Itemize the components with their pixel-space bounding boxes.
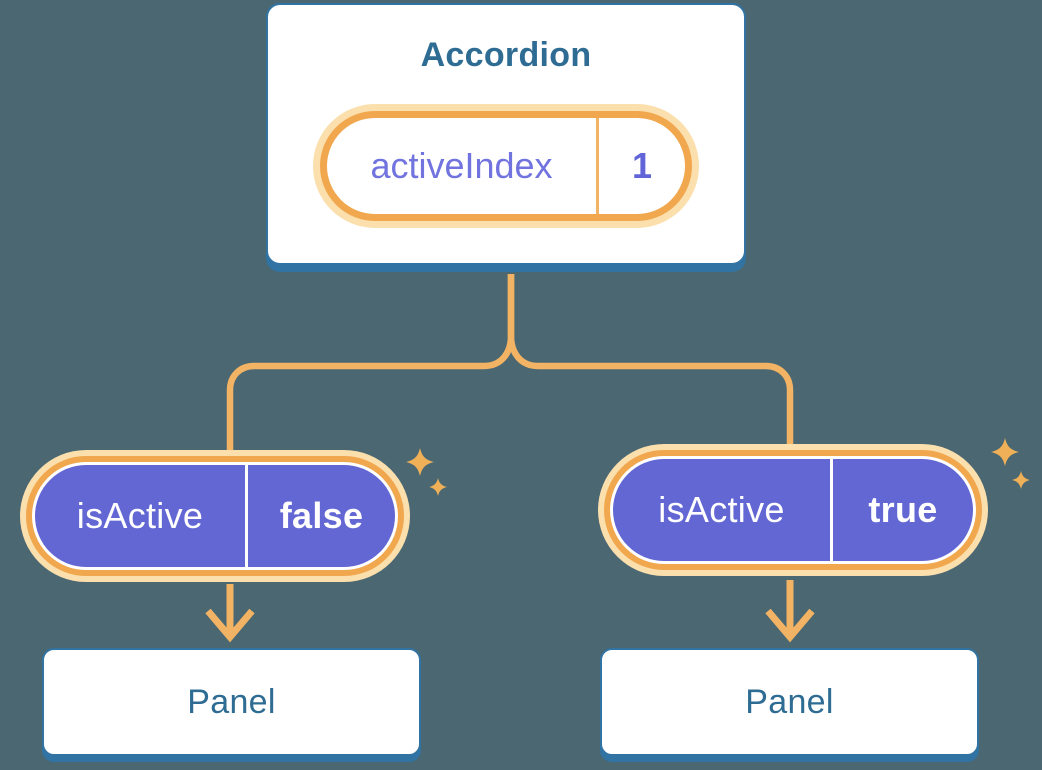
- branch-line-left: [226, 274, 515, 452]
- arrow-down-icon: [765, 580, 815, 643]
- root-component-card: Accordion activeIndex 1: [266, 3, 746, 265]
- panel-card-right: Panel: [600, 648, 979, 756]
- branch-line-right: [507, 274, 794, 446]
- prop-pill-ring: isActive false: [26, 456, 404, 576]
- prop-pill-ring: isActive true: [604, 450, 982, 570]
- sparkle-icon: [991, 438, 1019, 466]
- sparkle-icon: [406, 448, 434, 476]
- state-pill-label: activeIndex: [370, 145, 553, 186]
- prop-pill-body: isActive false: [35, 465, 395, 567]
- panel-card-left: Panel: [42, 648, 421, 756]
- prop-pill-left: isActive false: [20, 450, 410, 582]
- prop-pill-right: isActive true: [598, 444, 988, 576]
- sparkle-icon: [429, 478, 447, 496]
- state-pill-value: 1: [631, 145, 653, 186]
- sparkle-icon: [1012, 471, 1030, 489]
- prop-pill-body: isActive true: [613, 459, 973, 561]
- prop-pill-value: true: [868, 489, 938, 530]
- prop-pill-divider: [245, 465, 248, 567]
- prop-pill-value: false: [279, 495, 364, 536]
- root-component-title: Accordion: [420, 36, 592, 74]
- arrow-down-icon: [205, 584, 255, 643]
- state-pill: activeIndex 1: [313, 104, 699, 228]
- state-pill-ring: activeIndex 1: [320, 111, 692, 221]
- prop-pill-divider: [830, 459, 833, 561]
- prop-pill-label: isActive: [76, 495, 204, 536]
- prop-pill-label: isActive: [658, 489, 785, 530]
- state-pill-divider: [596, 118, 599, 214]
